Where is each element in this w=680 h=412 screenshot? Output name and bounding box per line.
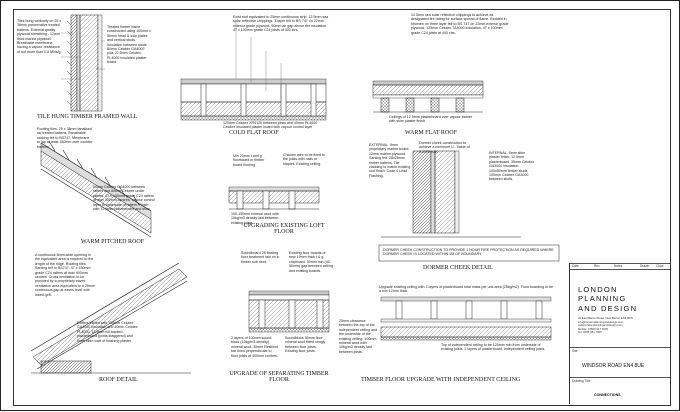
caption-independent-ceiling: TIMBER FLOOR UPGRADE WITH INDEPENDENT CE… <box>361 377 521 383</box>
warm-pitched-note-right: 50mm Celotex GA4000 between rafters and … <box>93 185 155 212</box>
tile-hung-note: Tiles hung vertically on 25 x 38mm prese… <box>17 19 62 54</box>
project-name: WINDSOR ROAD EN4 8UE <box>582 363 645 369</box>
independent-ceiling-detail <box>380 296 552 341</box>
warm-flat-note: 12.5mm sea solar reflective chippings to… <box>411 13 509 35</box>
rev-label-chkd: Chkd <box>656 264 664 268</box>
roof-detail <box>30 262 191 374</box>
project-label: Site <box>572 349 578 353</box>
dormer-note-center: Dormer cheek construction to achieve a m… <box>419 141 470 154</box>
rev-label-date: Date <box>572 264 579 268</box>
cold-flat-note-bottom: 120mm Celotex XR4120 between joists and … <box>223 121 318 130</box>
caption-roof-detail: ROOF DETAIL <box>99 377 138 383</box>
caption-dormer-cheek: DORMER CHEEK DETAIL <box>423 265 493 271</box>
caption-warm-flat-roof: WARM FLAT ROOF <box>405 130 457 136</box>
roof-detail-note: A continuous 8mm-wide opening in the equ… <box>35 253 95 297</box>
loft-floor-detail <box>228 186 320 210</box>
warm-pitched-note: Roofing tiles. 25 x 38mm tanalised sw tr… <box>37 127 93 149</box>
warm-flat-roof-detail <box>372 80 484 113</box>
roof-detail-note-bottom: Rafters infilled with 100mm Celotex GA40… <box>77 321 138 343</box>
dormer-note-left: EXTERNAL. 9mm proprietary marine board. … <box>369 143 411 178</box>
separating-floor-note-d: Soundblock 50mm floor mineral wool fitte… <box>285 336 326 354</box>
company-logo: LONDON PLANNING AND DESIGN <box>578 285 638 313</box>
cold-flat-roof-detail <box>180 21 327 121</box>
caption-tile-hung-wall: TILE HUNG TIMBER FRAMED WALL <box>37 114 138 120</box>
separating-floor-detail <box>248 290 330 333</box>
title-block: Date Rev Notes Drawn Chkd LONDON PLANNIN… <box>569 263 670 404</box>
drawing-title: CONNECTIONS <box>594 393 621 397</box>
independent-ceiling-note-c: Top of independent ceiling to be 125mm m… <box>441 343 546 352</box>
company-address: 22 East Barnet Road, New Barnet EN4 8RN … <box>578 316 633 335</box>
separating-floor-note: Soundboard 28 floating floor treatment l… <box>241 251 279 264</box>
independent-ceiling-note-b: 25mm clearance between the top of the in… <box>339 319 377 354</box>
caption-loft-floor: UPGRADING EXISTING LOFT FLOOR <box>243 223 325 235</box>
dormer-cheek-detail <box>378 150 560 262</box>
loft-floor-note: Min 20mm t and g floorboard or timber bo… <box>233 154 265 167</box>
rev-label-notes: Notes <box>614 264 623 268</box>
drawing-frame <box>13 9 671 406</box>
warm-flat-note-bottom: Ceilings of 12.5mm plasterboard over vap… <box>389 115 473 124</box>
dormer-note-right: INTERNAL. 8mm skim plaster finish. 12.5m… <box>489 151 535 182</box>
caption-separating-floor: UPGRADE OF SEPARATING TIMBER FLOOR <box>229 371 329 383</box>
caption-cold-flat-roof: COLD FLAT ROOF <box>229 130 279 136</box>
dormer-fire-note: DORMER CHEEK CONSTRUCTION TO PROVIDE 1 H… <box>383 248 554 257</box>
caption-warm-pitched-roof: WARM PITCHED ROOF <box>81 239 145 245</box>
cold-flat-note: Exist roof equivalent to 25mm continuous… <box>233 15 329 33</box>
drawing-title-label: Drawing Title <box>572 379 591 383</box>
loft-floor-note-right: Chicken wire to be fixed to the joists w… <box>283 153 326 166</box>
independent-ceiling-note: Upgrade existing ceiling with 2 layers o… <box>379 285 553 294</box>
separating-floor-note-b: Existing floor boards or new 19mm thick … <box>289 251 333 273</box>
warm-pitched-roof-detail <box>40 140 152 238</box>
rev-label-rev: Rev <box>594 264 600 268</box>
tile-hung-wall-detail <box>61 14 105 112</box>
rev-label-drawn: Drawn <box>640 264 650 268</box>
separating-floor-note-c: 2 layers of 100mm sound block (10kg/m3 d… <box>231 336 278 358</box>
loft-floor-note-b: 100-150mm mineral wool with 10kg/m3 dens… <box>231 212 279 225</box>
tile-hung-note-right: Treated timber frame constructed using 1… <box>107 25 151 65</box>
